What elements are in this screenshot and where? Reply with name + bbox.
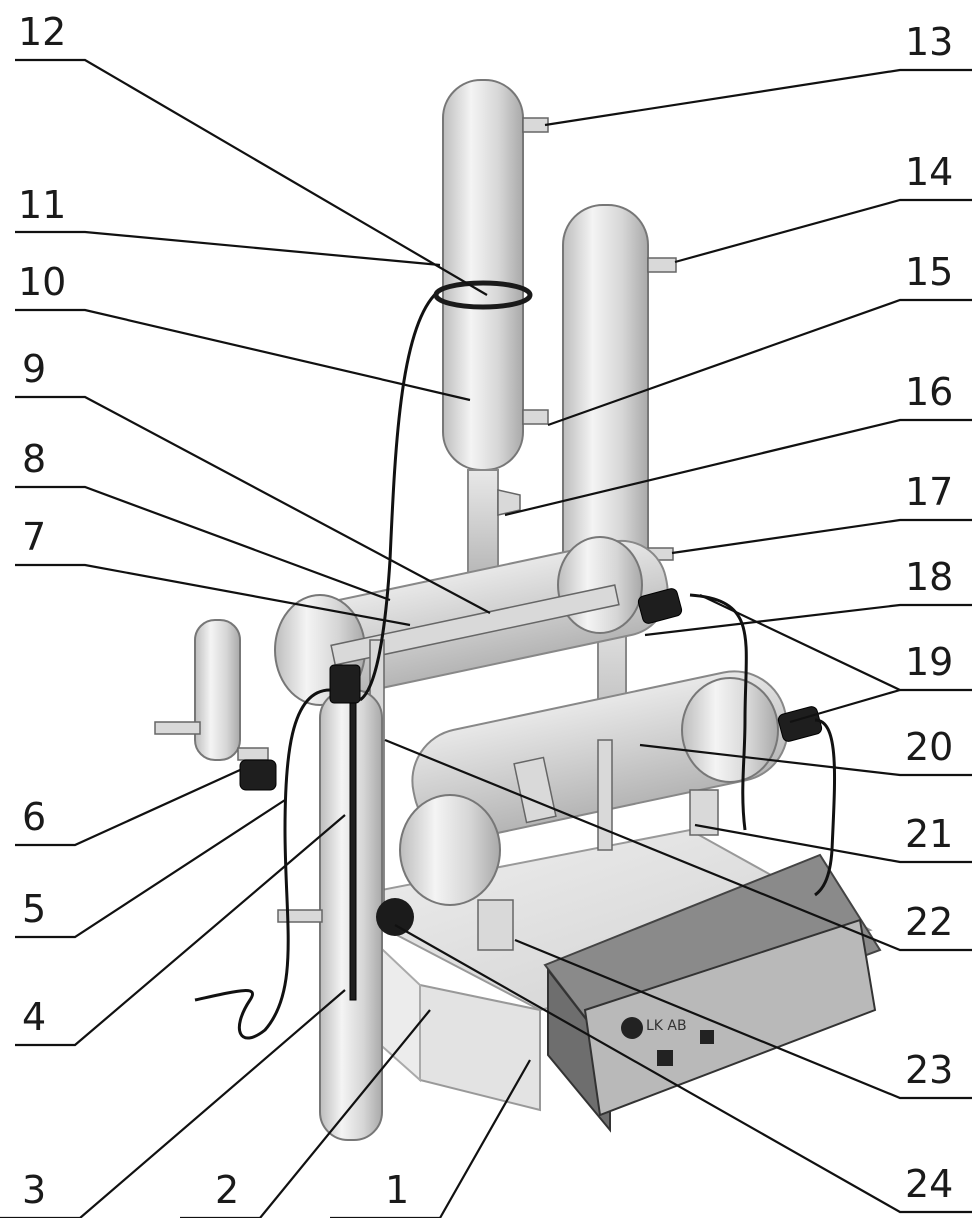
leader-line-9 (15, 395, 491, 614)
connector-plug-7 (329, 664, 361, 704)
callout-labels: 1 2 3 4 5 6 7 8 9 10 11 12 13 14 15 16 1… (18, 10, 953, 1212)
upper-boiler-end-right (557, 536, 643, 634)
condenser-left-stem (467, 469, 499, 581)
callout-label-6: 6 (22, 795, 46, 839)
sensor-ring (433, 280, 533, 310)
leader-line-15 (547, 298, 972, 427)
callout-label-2: 2 (215, 1168, 239, 1212)
power-cable-left (194, 688, 331, 1040)
indicator-button-2 (700, 1030, 714, 1044)
callout-label-24: 24 (905, 1162, 953, 1206)
control-panel-brand: LK AB (646, 1018, 687, 1034)
leader-line-16 (504, 418, 972, 517)
callout-label-16: 16 (905, 370, 953, 414)
callout-label-21: 21 (905, 812, 953, 856)
level-bottle-arm-right (237, 747, 269, 761)
callout-label-17: 17 (905, 470, 953, 514)
apparatus: LK AB (154, 79, 882, 1141)
leader-line-13 (544, 68, 972, 127)
leader-line-12 (15, 58, 488, 296)
leader-line-21 (694, 823, 972, 864)
level-bottle (194, 619, 241, 761)
lower-boiler-end-left (399, 794, 501, 906)
level-bottle-arm (154, 721, 201, 735)
receiver-side-arm (277, 909, 323, 923)
leader-line-7 (15, 563, 411, 627)
callout-label-1: 1 (385, 1168, 409, 1212)
callout-label-14: 14 (905, 150, 953, 194)
sensor-cable-11 (359, 288, 441, 702)
callout-label-5: 5 (22, 887, 46, 931)
condenser-left-outlet (522, 117, 549, 133)
leader-line-5 (15, 799, 286, 939)
leader-line-18 (644, 603, 972, 637)
power-cable-lower (814, 718, 837, 897)
callout-label-11: 11 (18, 183, 66, 227)
base-front-face (419, 983, 541, 1112)
leader-line-20 (639, 743, 972, 777)
condenser-left-tap (497, 489, 521, 516)
callout-label-7: 7 (22, 515, 46, 559)
leader-line-2 (180, 1009, 431, 1218)
leader-line-1 (330, 1059, 531, 1218)
callout-label-12: 12 (18, 10, 66, 54)
power-switch-icon (621, 1017, 643, 1039)
lower-boiler-end-right (681, 677, 779, 783)
condenser-right-outlet (647, 257, 677, 273)
leader-line-3 (0, 989, 346, 1218)
leader-line-17 (671, 518, 972, 555)
control-panel-face (583, 918, 877, 1117)
callout-label-10: 10 (18, 260, 66, 304)
callout-label-4: 4 (22, 995, 46, 1039)
control-box: LK AB (543, 853, 882, 1133)
callout-label-15: 15 (905, 250, 953, 294)
leader-line-6 (15, 768, 241, 847)
callout-label-3: 3 (22, 1168, 46, 1212)
leader-line-11 (15, 230, 441, 267)
leader-line-14 (674, 198, 972, 264)
leader-line-10 (15, 308, 471, 402)
callout-label-19: 19 (905, 640, 953, 684)
callout-label-9: 9 (22, 347, 46, 391)
indicator-button-1 (657, 1050, 673, 1066)
leader-lines (0, 58, 972, 1218)
connector-plug-6 (239, 759, 277, 791)
leader-line-19b (789, 688, 901, 724)
condenser-left-inlet (522, 409, 549, 425)
leader-line-23 (514, 938, 972, 1100)
callout-label-13: 13 (905, 20, 953, 64)
callout-label-23: 23 (905, 1048, 953, 1092)
connector-plug-24 (376, 898, 414, 936)
callout-label-20: 20 (905, 725, 953, 769)
callout-label-22: 22 (905, 900, 953, 944)
leader-line-24 (394, 924, 972, 1214)
connector-plug-18 (637, 588, 683, 624)
support-foot-left (477, 899, 514, 951)
power-cable-upper (689, 593, 748, 831)
callout-label-8: 8 (22, 437, 46, 481)
callout-label-18: 18 (905, 555, 953, 599)
leader-line-4 (15, 814, 346, 1047)
receiver-probe (349, 699, 357, 1001)
heater-sleeve-upper (330, 584, 620, 666)
leader-line-22 (384, 738, 972, 952)
condenser-left (442, 79, 524, 471)
support-rod-mid (597, 739, 613, 851)
leader-line-8 (15, 485, 391, 602)
